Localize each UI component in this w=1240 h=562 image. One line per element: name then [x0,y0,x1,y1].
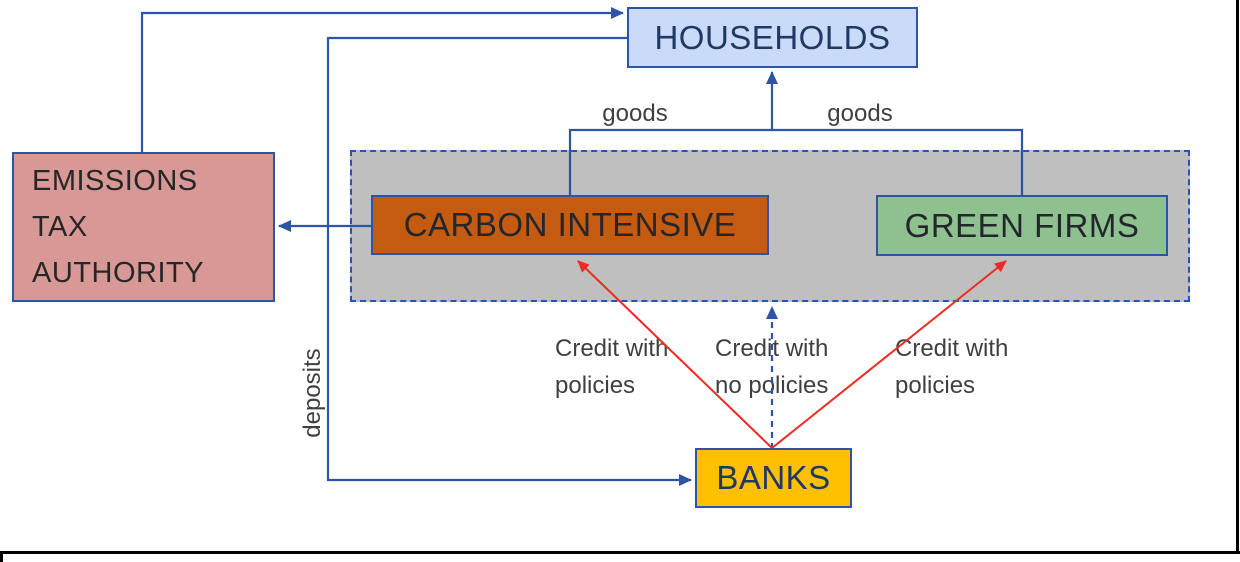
edge-label-credit-center-line2: no policies [715,372,829,399]
node-carbon-intensive: CARBON INTENSIVE [371,195,769,255]
edge-label-credit-center-line1: Credit with [715,335,829,362]
node-eta-label-line2: TAX [32,211,88,243]
page-border-left-stub [0,551,3,562]
node-banks-label: BANKS [716,459,831,496]
node-households-label: HOUSEHOLDS [654,18,891,56]
edge-label-credit-with-policies-left: Credit with policies [555,330,668,404]
node-households: HOUSEHOLDS [627,7,918,68]
edge-eta-to-households [140,7,624,152]
node-eta-label-line3: AUTHORITY [32,257,205,289]
edge-label-credit-left-line2: policies [555,372,636,399]
edge-label-deposits: deposits [299,348,326,438]
node-emissions-tax-authority: EMISSIONS TAX AUTHORITY [12,152,275,302]
edge-label-credit-with-policies-right: Credit with policies [895,330,1008,404]
edge-label-credit-right-line1: Credit with [895,335,1009,362]
edge-label-goods-right: goods [827,100,893,127]
page-border-right [1236,0,1239,554]
node-eta-label-line1: EMISSIONS [32,165,198,197]
edge-label-credit-right-line2: policies [895,372,976,399]
edge-label-goods-left: goods [602,100,668,127]
node-green-firms: GREEN FIRMS [876,195,1168,256]
page-border-bottom [0,551,1240,554]
node-green-firms-label: GREEN FIRMS [904,206,1140,244]
node-carbon-intensive-label: CARBON INTENSIVE [403,206,737,243]
node-banks: BANKS [695,448,852,508]
edge-label-credit-with-no-policies: Credit with no policies [715,330,828,404]
edge-label-credit-left-line1: Credit with [555,335,669,362]
